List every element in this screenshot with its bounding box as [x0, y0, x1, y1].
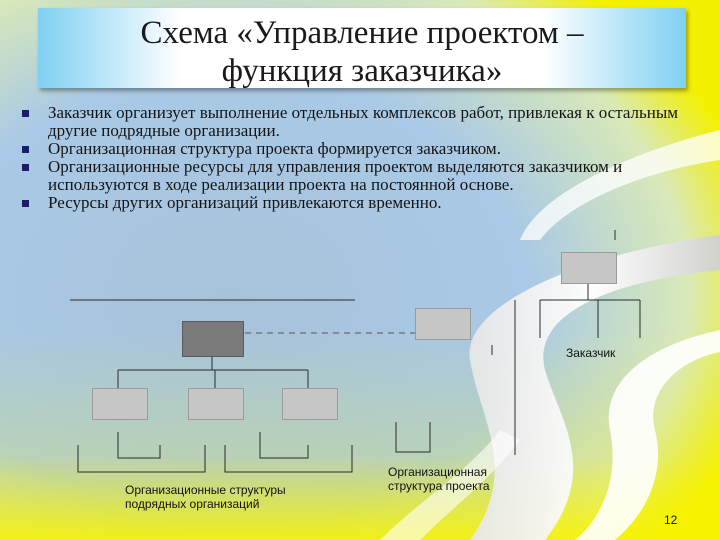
contractor-box-2	[188, 388, 244, 420]
bullet-list: Заказчик организует выполнение отдельных…	[20, 104, 710, 212]
contractor-box-1	[92, 388, 148, 420]
customer-label: Заказчик	[566, 346, 616, 360]
contractors-label-line-2: подрядных организаций	[125, 497, 260, 511]
square-bullet-icon	[22, 110, 29, 117]
bullet-text: Ресурсы других организаций привлекаются …	[48, 193, 442, 212]
bullet-text: Организационные ресурсы для управления п…	[48, 157, 623, 194]
bullet-text: Заказчик организует выполнение отдельных…	[48, 103, 679, 140]
title-banner: Схема «Управление проектом – функция зак…	[38, 8, 686, 89]
slide-title-line-2: функция заказчика»	[221, 53, 503, 89]
page-number: 12	[664, 513, 678, 527]
project-manager-box	[182, 321, 244, 357]
project-structure-box	[415, 308, 471, 340]
contractors-label: Организационные структуры подрядных орга…	[125, 483, 286, 511]
contractor-box-3	[282, 388, 338, 420]
slide-title-line-1: Схема «Управление проектом –	[140, 15, 584, 51]
project-structure-label: Организационная структура проекта	[388, 465, 490, 493]
bullet-item: Ресурсы других организаций привлекаются …	[20, 194, 710, 212]
bullet-item: Организационные ресурсы для управления п…	[20, 158, 710, 194]
bullet-item: Организационная структура проекта формир…	[20, 140, 710, 158]
bullet-item: Заказчик организует выполнение отдельных…	[20, 104, 710, 140]
project-structure-label-line-2: структура проекта	[388, 479, 490, 493]
contractors-label-line-1: Организационные структуры	[125, 483, 286, 497]
project-structure-label-line-1: Организационная	[388, 465, 487, 479]
square-bullet-icon	[22, 164, 29, 171]
bullet-text: Организационная структура проекта формир…	[48, 139, 501, 158]
square-bullet-icon	[22, 146, 29, 153]
square-bullet-icon	[22, 200, 29, 207]
customer-box	[561, 252, 617, 284]
